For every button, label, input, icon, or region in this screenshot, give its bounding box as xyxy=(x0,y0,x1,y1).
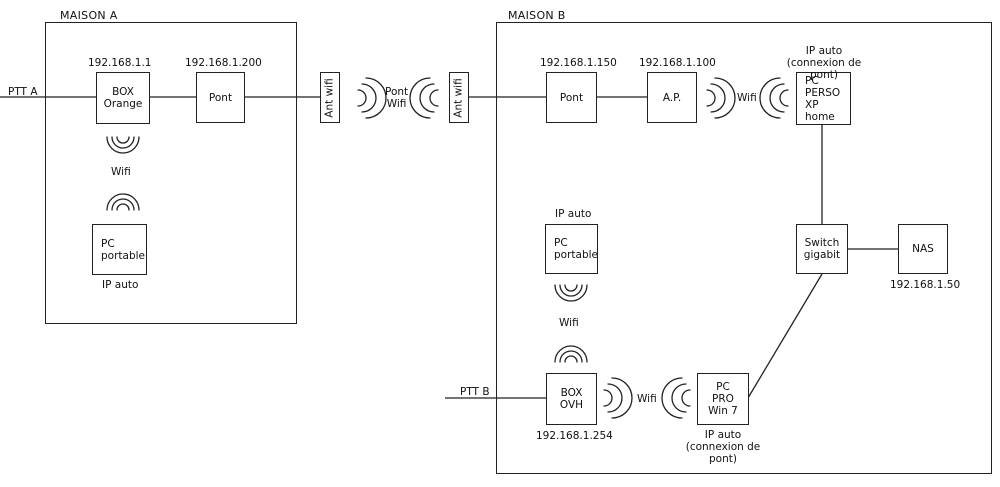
ptt-a-label: PTT A xyxy=(8,86,38,98)
ip-box-ovh-label: 192.168.1.254 xyxy=(536,430,613,442)
ip-pont-a-label: 192.168.1.200 xyxy=(185,57,262,69)
pont-a-node[interactable]: Pont xyxy=(196,72,245,123)
wifi-waves-pc-pro xyxy=(661,377,691,419)
wifi-waves-box-orange xyxy=(106,136,140,154)
wifi-waves-pc-perso xyxy=(759,77,789,119)
wifi-waves-ant-a xyxy=(357,77,387,119)
ip-nas-label: 192.168.1.50 xyxy=(890,279,961,291)
ip-box-orange-label: 192.168.1.1 xyxy=(88,57,152,69)
pont-wifi-label: Pont Wifi xyxy=(385,86,409,110)
ip-auto-a-label: IP auto xyxy=(102,279,139,291)
ant-wifi-b-node[interactable]: Ant wifi xyxy=(449,72,469,123)
wifi-waves-box-ovh xyxy=(554,345,588,363)
house-a xyxy=(45,22,297,324)
wire-switch-pcpro xyxy=(747,273,823,399)
ptt-b-label: PTT B xyxy=(460,386,490,398)
wifi-b-label: Wifi xyxy=(559,317,579,329)
wifi-ap-label: Wifi xyxy=(737,92,757,104)
house-b-title: MAISON B xyxy=(508,9,566,22)
house-b xyxy=(496,22,992,474)
wifi-waves-pc-portable-a xyxy=(106,193,140,211)
box-ovh-node[interactable]: BOX OVH xyxy=(546,373,597,425)
pc-pro-node[interactable]: PC PRO Win 7 xyxy=(697,373,749,425)
wifi-waves-ap xyxy=(706,77,736,119)
pc-portable-a-node[interactable]: PC portable xyxy=(92,224,147,275)
ant-wifi-b-label: Ant wifi xyxy=(453,77,466,118)
box-orange-node[interactable]: BOX Orange xyxy=(96,72,150,124)
wifi-waves-ant-b xyxy=(409,77,439,119)
nas-node[interactable]: NAS xyxy=(898,224,948,274)
wifi-ovh-label: Wifi xyxy=(637,393,657,405)
pont-b-node[interactable]: Pont xyxy=(546,72,597,123)
ip-portable-b-label: IP auto xyxy=(555,208,592,220)
wifi-a-label: Wifi xyxy=(111,166,131,178)
ip-pont-b-label: 192.168.1.150 xyxy=(540,57,617,69)
ip-pc-pro-label: IP auto (connexion de pont) xyxy=(685,429,761,465)
pc-portable-b-node[interactable]: PC portable xyxy=(545,224,598,274)
wifi-waves-pc-portable-b xyxy=(554,284,588,302)
ap-node[interactable]: A.P. xyxy=(647,72,697,123)
ant-wifi-a-label: Ant wifi xyxy=(324,77,337,118)
ant-wifi-a-node[interactable]: Ant wifi xyxy=(320,72,340,123)
house-a-title: MAISON A xyxy=(60,9,118,22)
wifi-waves-box-ovh-right xyxy=(603,377,633,419)
ip-pc-perso-label: IP auto (connexion de pont) xyxy=(786,45,862,81)
ip-ap-label: 192.168.1.100 xyxy=(639,57,716,69)
pc-perso-node[interactable]: PC PERSO XP home xyxy=(796,72,851,125)
switch-node[interactable]: Switch gigabit xyxy=(796,224,848,274)
